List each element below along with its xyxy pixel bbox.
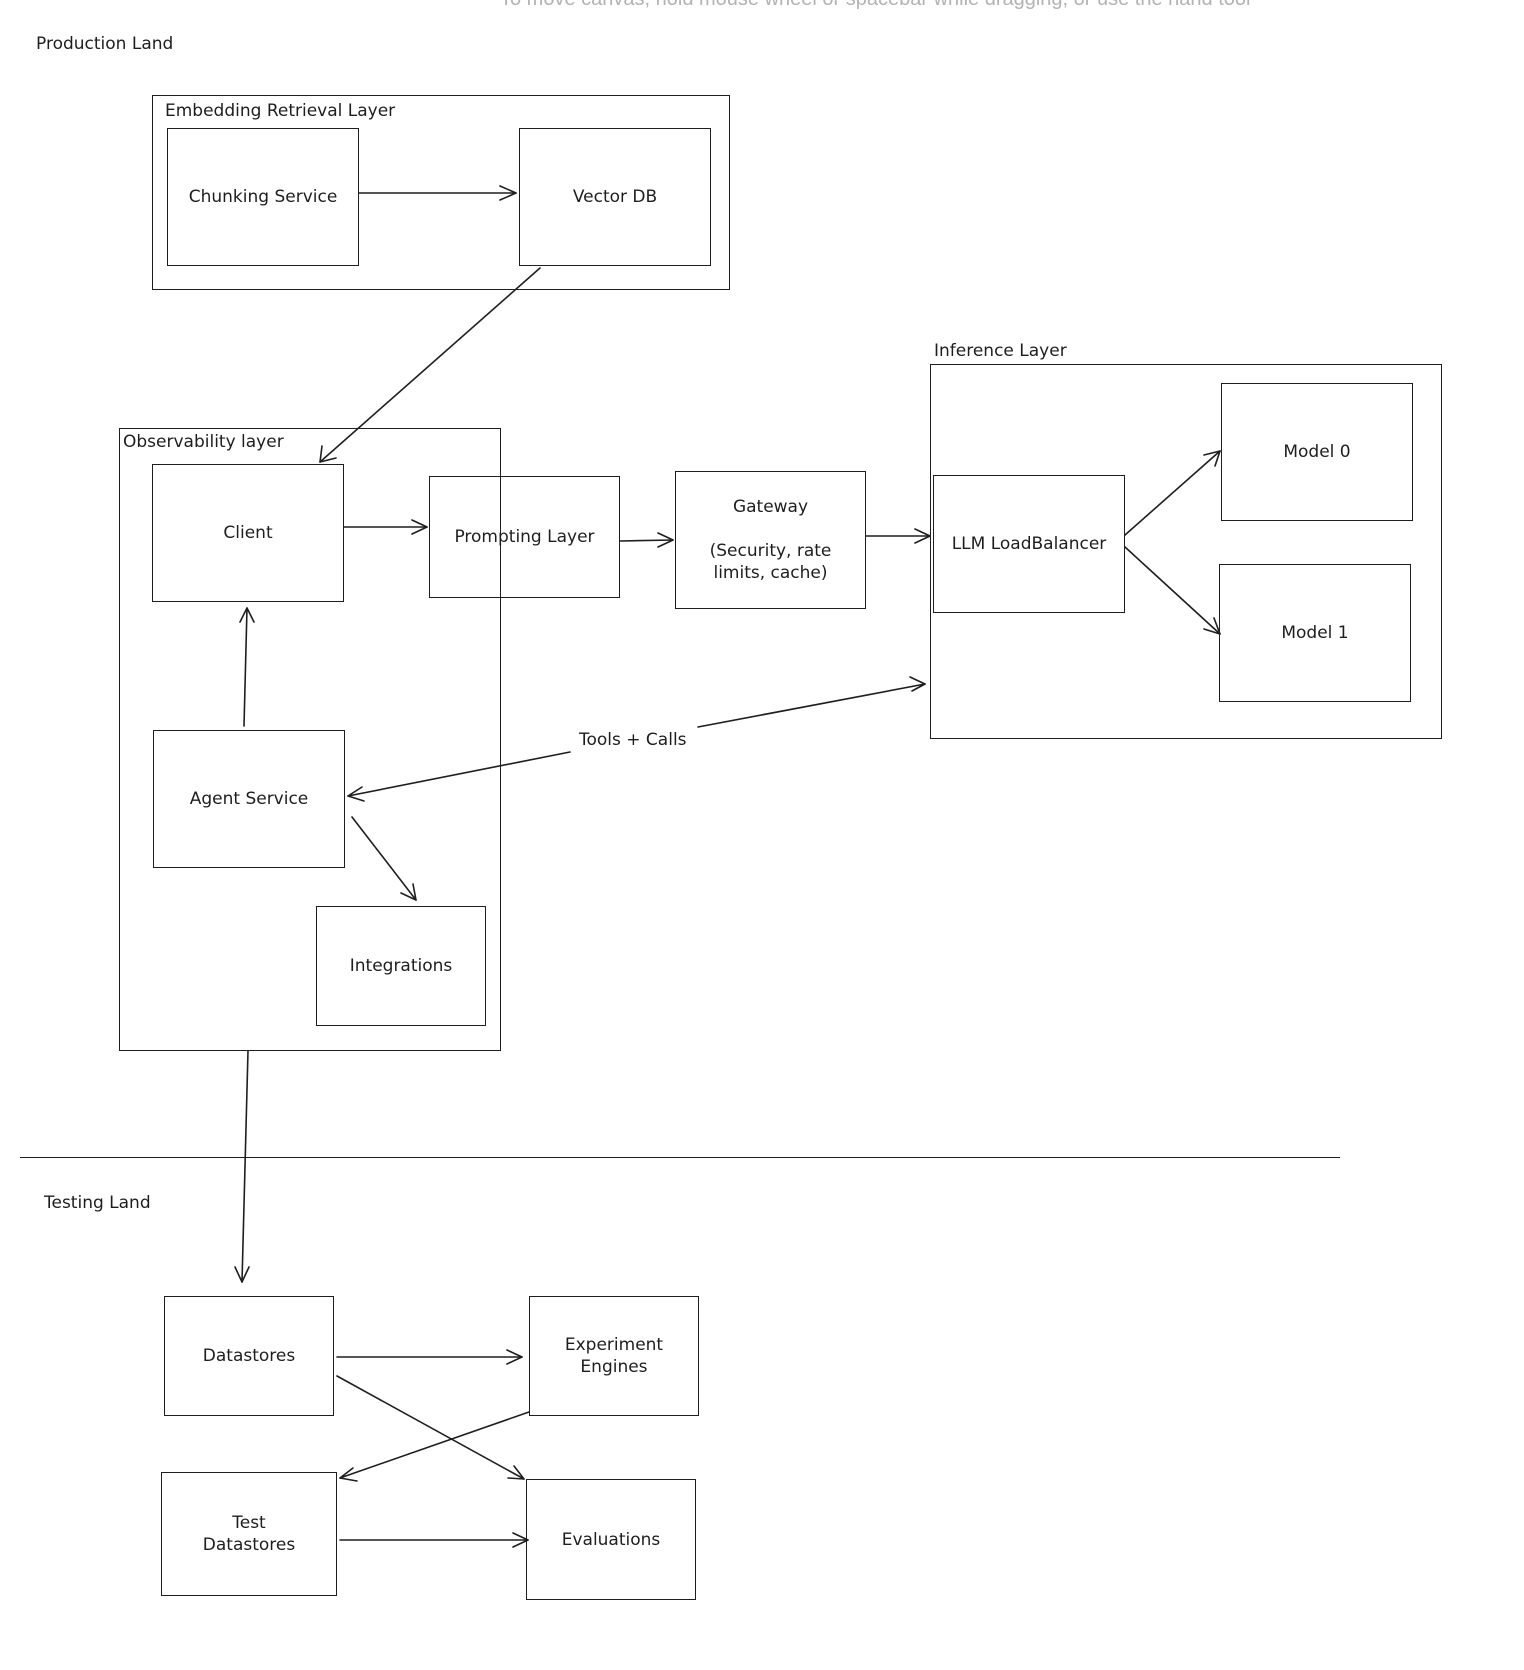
production-land-label: Production Land (36, 34, 174, 54)
arrow-vectordb-to-client (319, 267, 541, 463)
experiment-engines-node[interactable]: Experiment Engines (529, 1296, 699, 1416)
production-testing-divider (20, 1157, 1340, 1158)
arrow-client-to-prompting (343, 519, 428, 535)
evaluations-node[interactable]: Evaluations (526, 1479, 696, 1600)
arrow-agent-to-client (239, 607, 255, 727)
test-datastores-node[interactable]: Test Datastores (161, 1472, 337, 1596)
arrow-gateway-to-llmlb (865, 528, 931, 544)
gateway-node[interactable]: Gateway (Security, rate limits, cache) (675, 471, 866, 609)
model-0-node[interactable]: Model 0 (1221, 383, 1413, 521)
arrow-prompting-to-gateway (619, 532, 674, 548)
integrations-node[interactable]: Integrations (316, 906, 486, 1026)
datastores-node[interactable]: Datastores (164, 1296, 334, 1416)
arrow-experiment-to-testdatastores (339, 1411, 530, 1482)
arrow-datastores-to-experiment (336, 1349, 523, 1365)
observability-layer-label: Observability layer (123, 432, 284, 452)
arrow-llmlb-to-model1 (1124, 546, 1221, 635)
arrow-chunking-to-vectordb (358, 185, 517, 201)
arrow-datastores-to-evaluations (336, 1375, 525, 1480)
agent-service-node[interactable]: Agent Service (153, 730, 345, 868)
client-node[interactable]: Client (152, 464, 344, 602)
llm-loadbalancer-node[interactable]: LLM LoadBalancer (933, 475, 1125, 613)
model-1-node[interactable]: Model 1 (1219, 564, 1411, 702)
arrow-observability-to-datastores (234, 1050, 250, 1283)
embedding-retrieval-layer-label: Embedding Retrieval Layer (165, 101, 396, 121)
tools-calls-edge-label: Tools + Calls (575, 730, 691, 750)
canvas-hint-text: To move canvas, hold mouse wheel or spac… (500, 0, 1400, 11)
inference-layer-label: Inference Layer (934, 341, 1067, 361)
chunking-service-node[interactable]: Chunking Service (167, 128, 359, 266)
prompting-layer-node[interactable]: Prompting Layer (429, 476, 620, 598)
arrow-agent-to-integrations (351, 816, 417, 901)
testing-land-label: Testing Land (44, 1193, 151, 1213)
arrow-testdatastores-to-evaluations (339, 1532, 529, 1548)
arrow-llmlb-to-model0 (1124, 450, 1221, 536)
vector-db-node[interactable]: Vector DB (519, 128, 711, 266)
